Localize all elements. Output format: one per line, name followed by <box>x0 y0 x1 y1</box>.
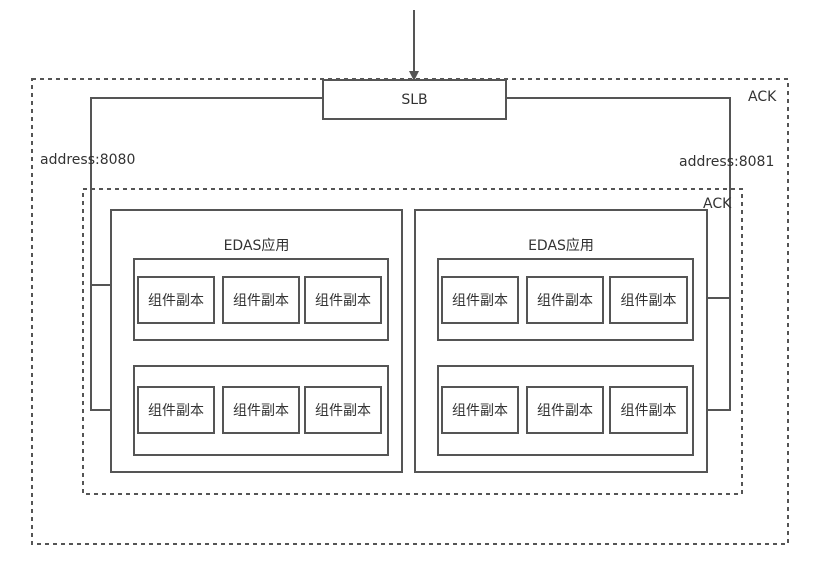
inner-cluster-label: ACK <box>703 196 732 212</box>
right-port-connector <box>506 97 731 411</box>
component-replica: 组件副本 <box>222 386 300 434</box>
edas-app-title: EDAS应用 <box>528 238 594 254</box>
component-replica: 组件副本 <box>304 386 382 434</box>
left-port-label: address:8080 <box>40 152 136 168</box>
outer-cluster-label: ACK <box>748 89 777 105</box>
component-replica: 组件副本 <box>304 276 382 324</box>
right-port-label: address:8081 <box>679 154 775 170</box>
edas-app-title: EDAS应用 <box>223 238 290 254</box>
component-replica: 组件副本 <box>441 386 519 434</box>
component-replica: 组件副本 <box>137 276 215 324</box>
component-replica: 组件副本 <box>222 276 300 324</box>
component-replica: 组件副本 <box>441 276 519 324</box>
component-replica: 组件副本 <box>609 276 688 324</box>
component-replica: 组件副本 <box>609 386 688 434</box>
load-balancer-node: SLB <box>322 79 507 120</box>
component-replica: 组件副本 <box>137 386 215 434</box>
component-replica: 组件副本 <box>526 386 604 434</box>
component-replica: 组件副本 <box>526 276 604 324</box>
inner-cluster-boundary <box>82 188 743 495</box>
